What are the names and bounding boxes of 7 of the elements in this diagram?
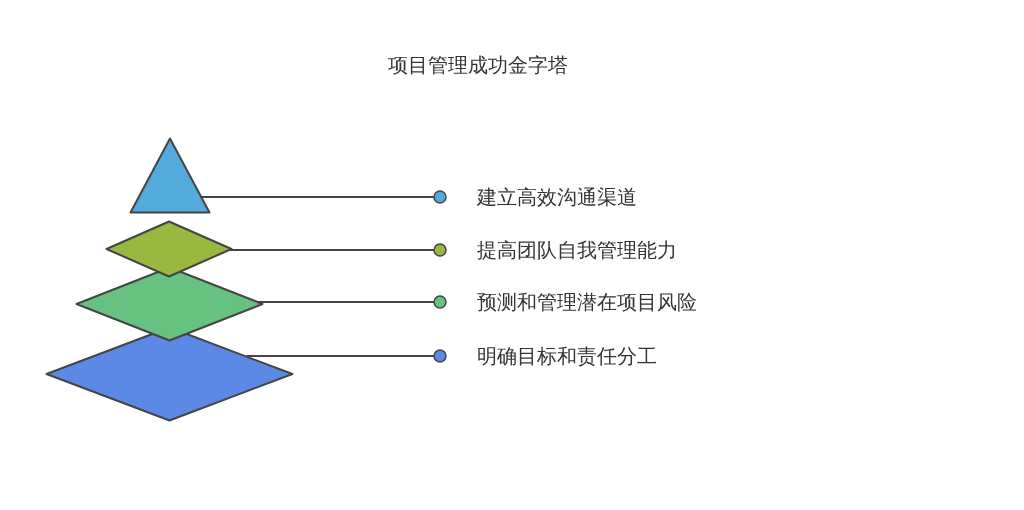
layer-label: 提高团队自我管理能力	[477, 237, 677, 263]
layer-label: 建立高效沟通渠道	[477, 184, 637, 210]
layer-label: 预测和管理潜在项目风险	[477, 289, 697, 315]
pyramid-top-triangle	[129, 137, 211, 214]
layer-label: 明确目标和责任分工	[477, 343, 657, 369]
pyramid-layer-diamond	[105, 220, 233, 278]
title: 项目管理成功金字塔	[388, 52, 568, 79]
